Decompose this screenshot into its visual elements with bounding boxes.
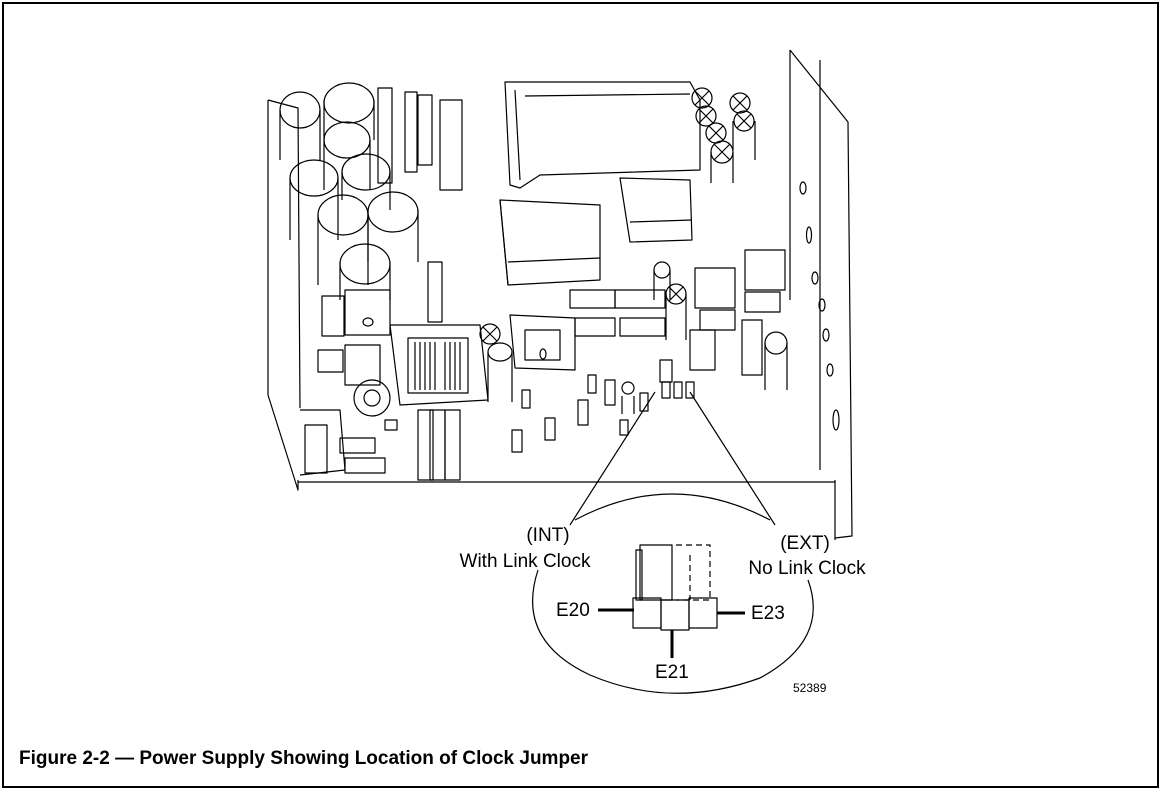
capacitors <box>279 82 419 300</box>
pin-label-e23: E23 <box>751 603 785 624</box>
callout-int-line1: (INT) <box>526 525 570 546</box>
resistors <box>511 374 649 453</box>
magnifier-circle <box>532 493 814 694</box>
callout-ext-line1: (EXT) <box>780 533 830 554</box>
pin-leaders <box>598 608 745 658</box>
chassis-outline <box>267 49 853 540</box>
components-middle <box>479 249 788 402</box>
figure-number: 52389 <box>793 681 827 695</box>
heatsink-fins <box>377 87 463 191</box>
transformer <box>504 81 701 189</box>
callout-int-line2: With Link Clock <box>459 551 591 572</box>
callout-ext-line2: No Link Clock <box>748 558 866 579</box>
figure-caption: Figure 2-2 — Power Supply Showing Locati… <box>19 748 589 769</box>
components-left <box>299 261 489 481</box>
pin-label-e20: E20 <box>556 600 590 621</box>
magnified-jumper <box>632 544 718 631</box>
jumper-on-board <box>659 359 695 399</box>
ic-blocks <box>499 177 693 286</box>
chassis-holes <box>799 181 840 431</box>
pin-label-e21: E21 <box>655 662 689 683</box>
callout-lines <box>569 391 776 526</box>
small-capacitors-top <box>691 87 756 183</box>
